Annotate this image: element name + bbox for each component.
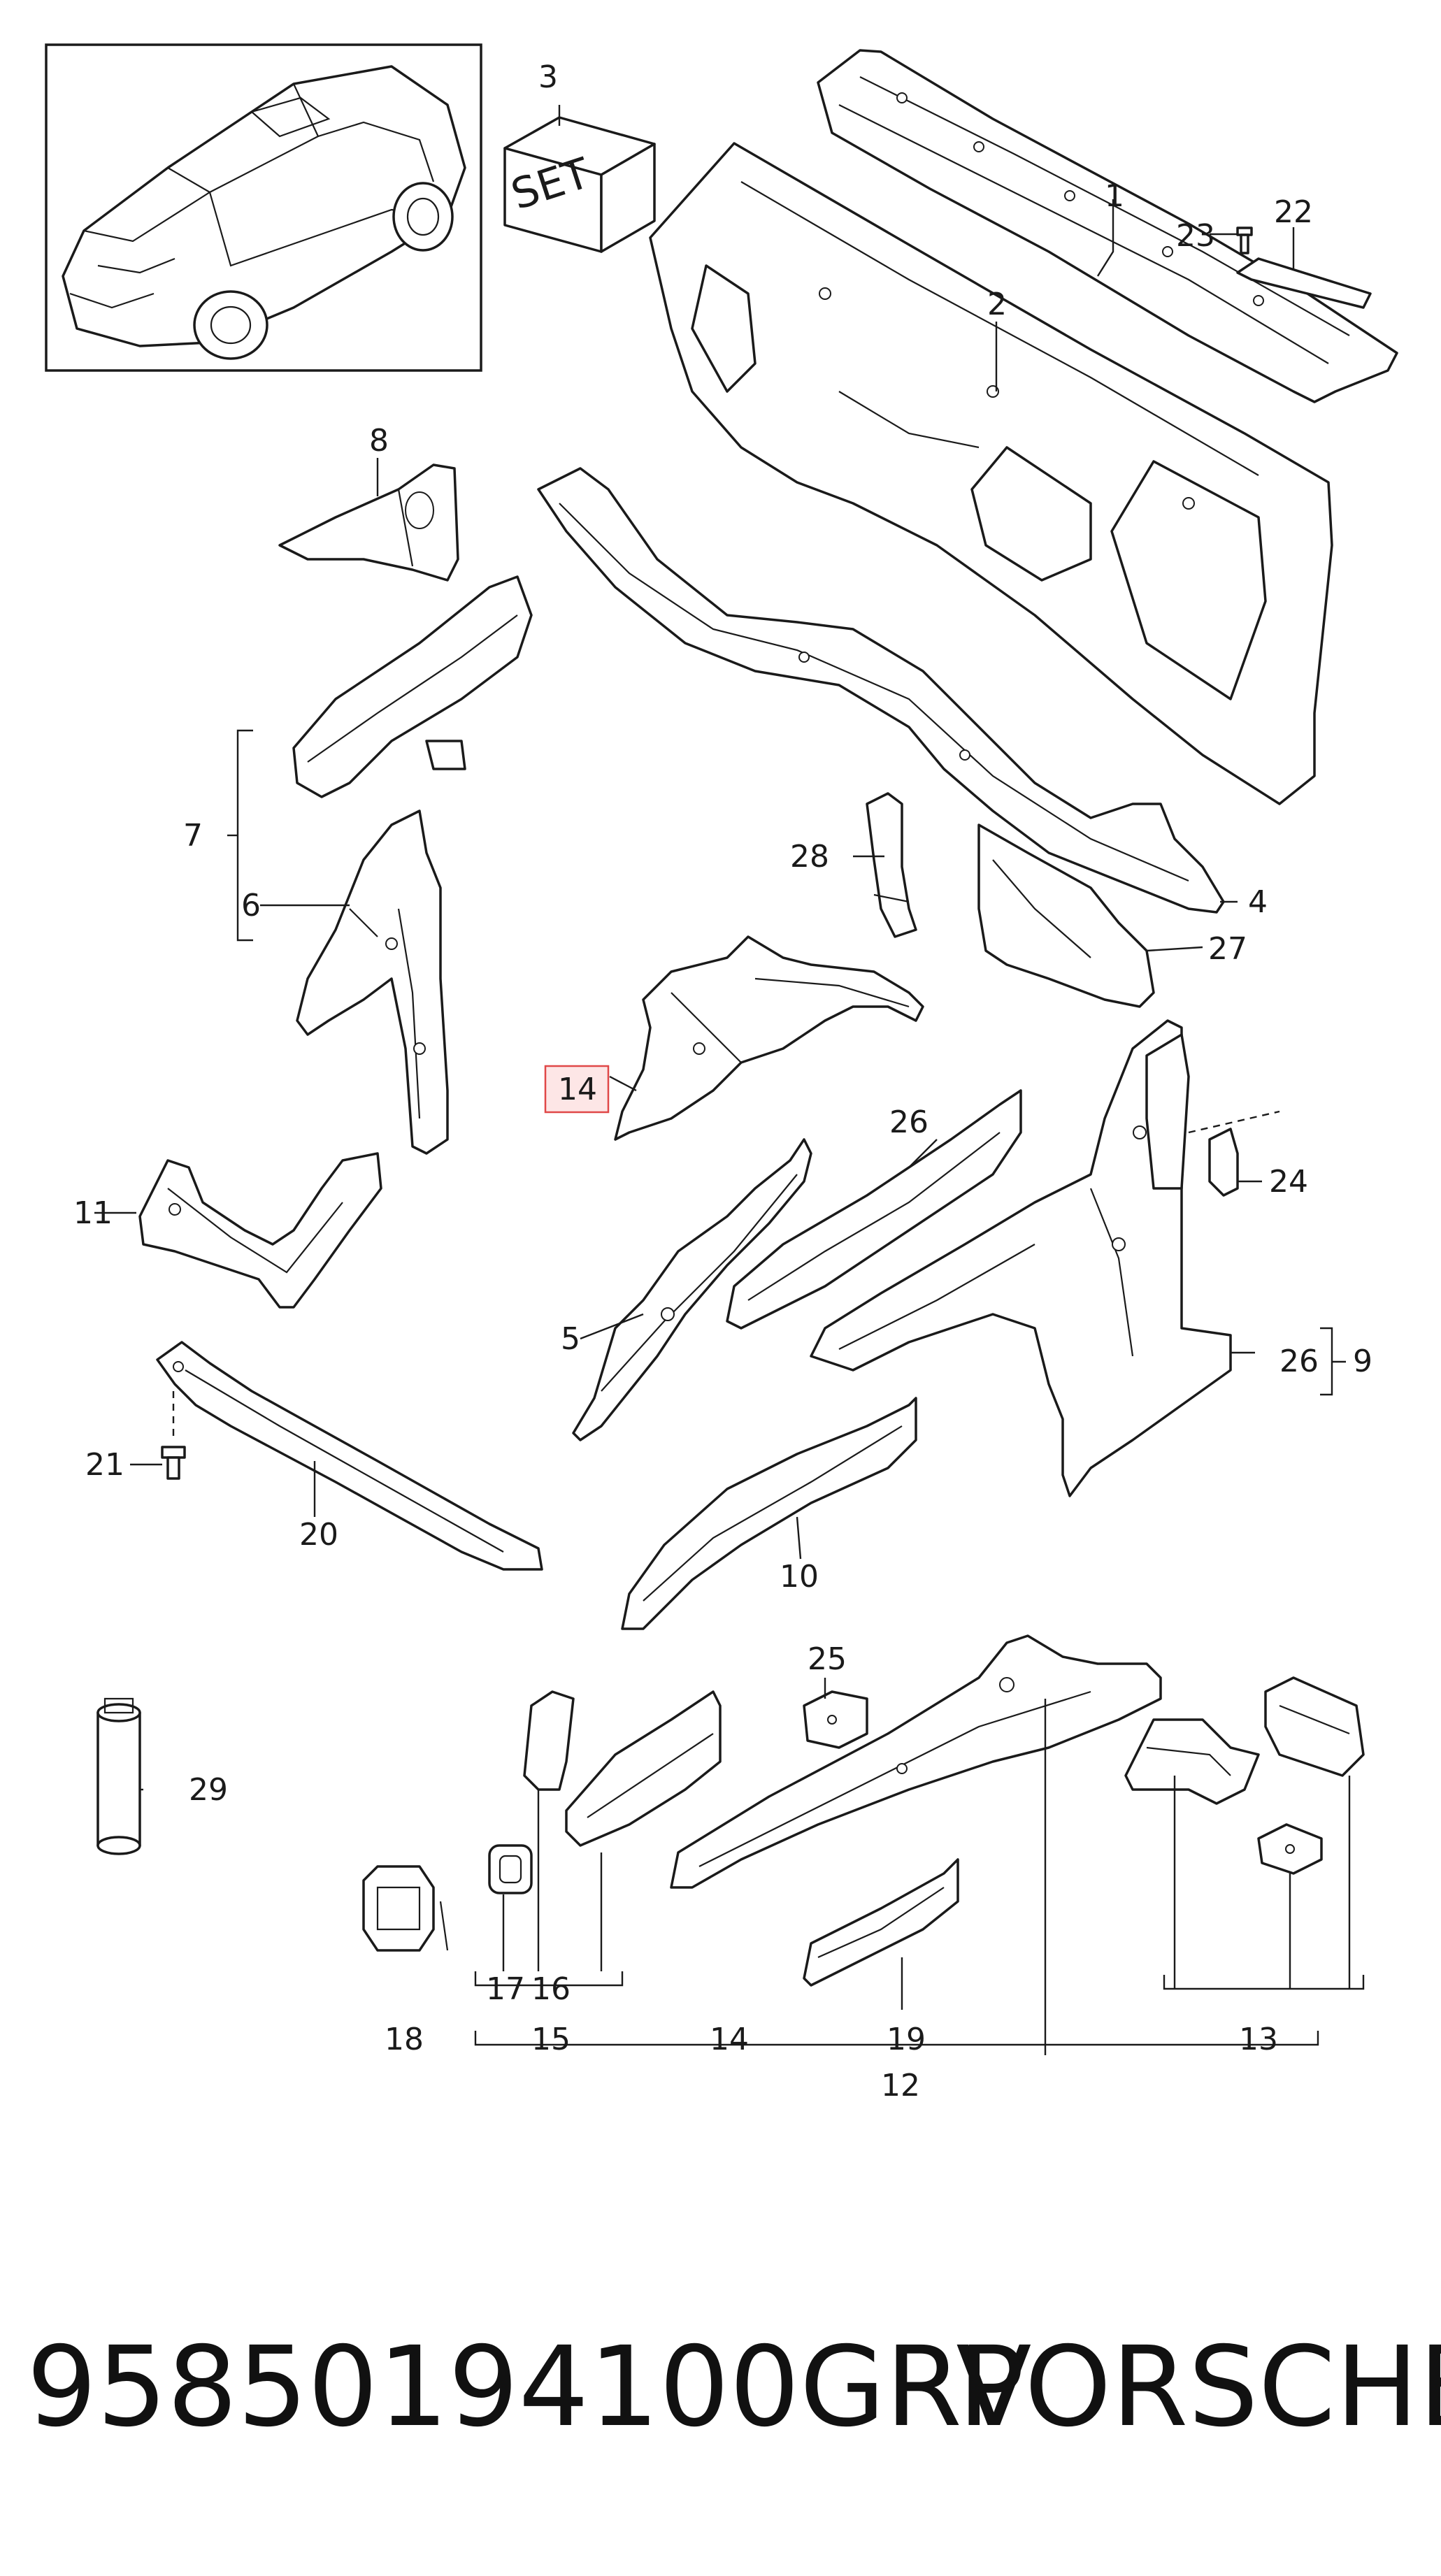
callout-18: 18 <box>385 2022 424 2057</box>
callout-22: 22 <box>1274 194 1313 230</box>
part-16-bracket <box>523 1690 575 1791</box>
callout-labels: 1 2 3 4 5 6 7 8 9 10 11 12 13 14 14 15 1… <box>73 59 1372 2103</box>
part-6-pillar-reinforcement <box>296 810 449 1155</box>
brand-text: PORSCHE <box>958 2323 1441 2452</box>
part-25-clip <box>803 1690 868 1749</box>
part-10-sill-rail <box>621 1397 917 1630</box>
part-12-side-member <box>670 1634 1162 1889</box>
part-2-front-frame <box>649 142 1333 805</box>
callout-9: 9 <box>1353 1344 1372 1379</box>
callout-21: 21 <box>85 1447 124 1483</box>
part-26-upper-rail <box>726 1089 1022 1330</box>
part-number-text: 95850194100GRV <box>27 2323 1032 2452</box>
callout-28: 28 <box>790 839 829 875</box>
part-5-strut <box>572 1138 812 1441</box>
part-29-cylinder <box>96 1697 141 1855</box>
callout-13: 13 <box>1239 2022 1278 2057</box>
part-22-strip <box>1236 257 1372 309</box>
part-13-rear-brackets <box>1124 1676 1365 1875</box>
callout-1: 1 <box>1105 178 1124 214</box>
part-7-upper-rail <box>292 575 533 798</box>
part-20-cross-member <box>156 1341 543 1571</box>
part-21-bolt <box>161 1391 186 1480</box>
part-24-clip <box>1188 1110 1280 1197</box>
part-9-a-pillar <box>810 1019 1232 1497</box>
callout-23: 23 <box>1176 218 1215 254</box>
callout-14-group: 14 <box>710 2022 749 2057</box>
vehicle-thumbnail <box>45 43 482 372</box>
callout-2: 2 <box>987 287 1007 322</box>
callout-4: 4 <box>1248 884 1268 920</box>
callout-7: 7 <box>183 818 203 854</box>
part-4-longitudinal <box>537 467 1225 914</box>
part-11-wheelhouse-bracket <box>138 1152 382 1309</box>
part-27-panel <box>977 823 1155 1008</box>
callout-25: 25 <box>808 1641 847 1677</box>
highlight-box-14 <box>544 1065 610 1114</box>
callout-5: 5 <box>561 1321 580 1357</box>
leader-lines <box>94 105 1351 2055</box>
part-14-wheelhouse <box>614 935 924 1141</box>
part-18-bracket <box>362 1865 449 1952</box>
part-23-screw <box>1236 226 1253 254</box>
callout-17: 17 <box>486 1971 525 2007</box>
group-brackets <box>227 729 1365 2046</box>
callout-10: 10 <box>780 1559 819 1595</box>
callout-6: 6 <box>241 888 261 923</box>
callout-16: 16 <box>531 1971 571 2007</box>
callout-20: 20 <box>299 1517 338 1553</box>
part-1-cowl-rail <box>817 49 1398 403</box>
callout-3: 3 <box>538 59 558 95</box>
callout-29: 29 <box>189 1772 228 1808</box>
part-17-grommet <box>488 1844 533 1894</box>
part-19-sill-panel <box>803 1858 959 1987</box>
callout-8: 8 <box>369 423 389 459</box>
callout-19: 19 <box>887 2022 926 2057</box>
callout-27: 27 <box>1208 931 1247 967</box>
set-box: SET <box>503 116 656 253</box>
part-15-sill <box>565 1690 722 1847</box>
callout-15: 15 <box>531 2022 571 2057</box>
callout-26-upper: 26 <box>889 1104 929 1140</box>
callout-11: 11 <box>73 1195 113 1231</box>
callout-12: 12 <box>881 2068 920 2103</box>
part-28-bracket <box>866 792 917 938</box>
callout-26-lower: 26 <box>1279 1344 1319 1379</box>
callout-24: 24 <box>1269 1164 1308 1200</box>
callout-14-highlight: 14 <box>558 1072 597 1107</box>
part-8-bracket <box>278 463 459 582</box>
